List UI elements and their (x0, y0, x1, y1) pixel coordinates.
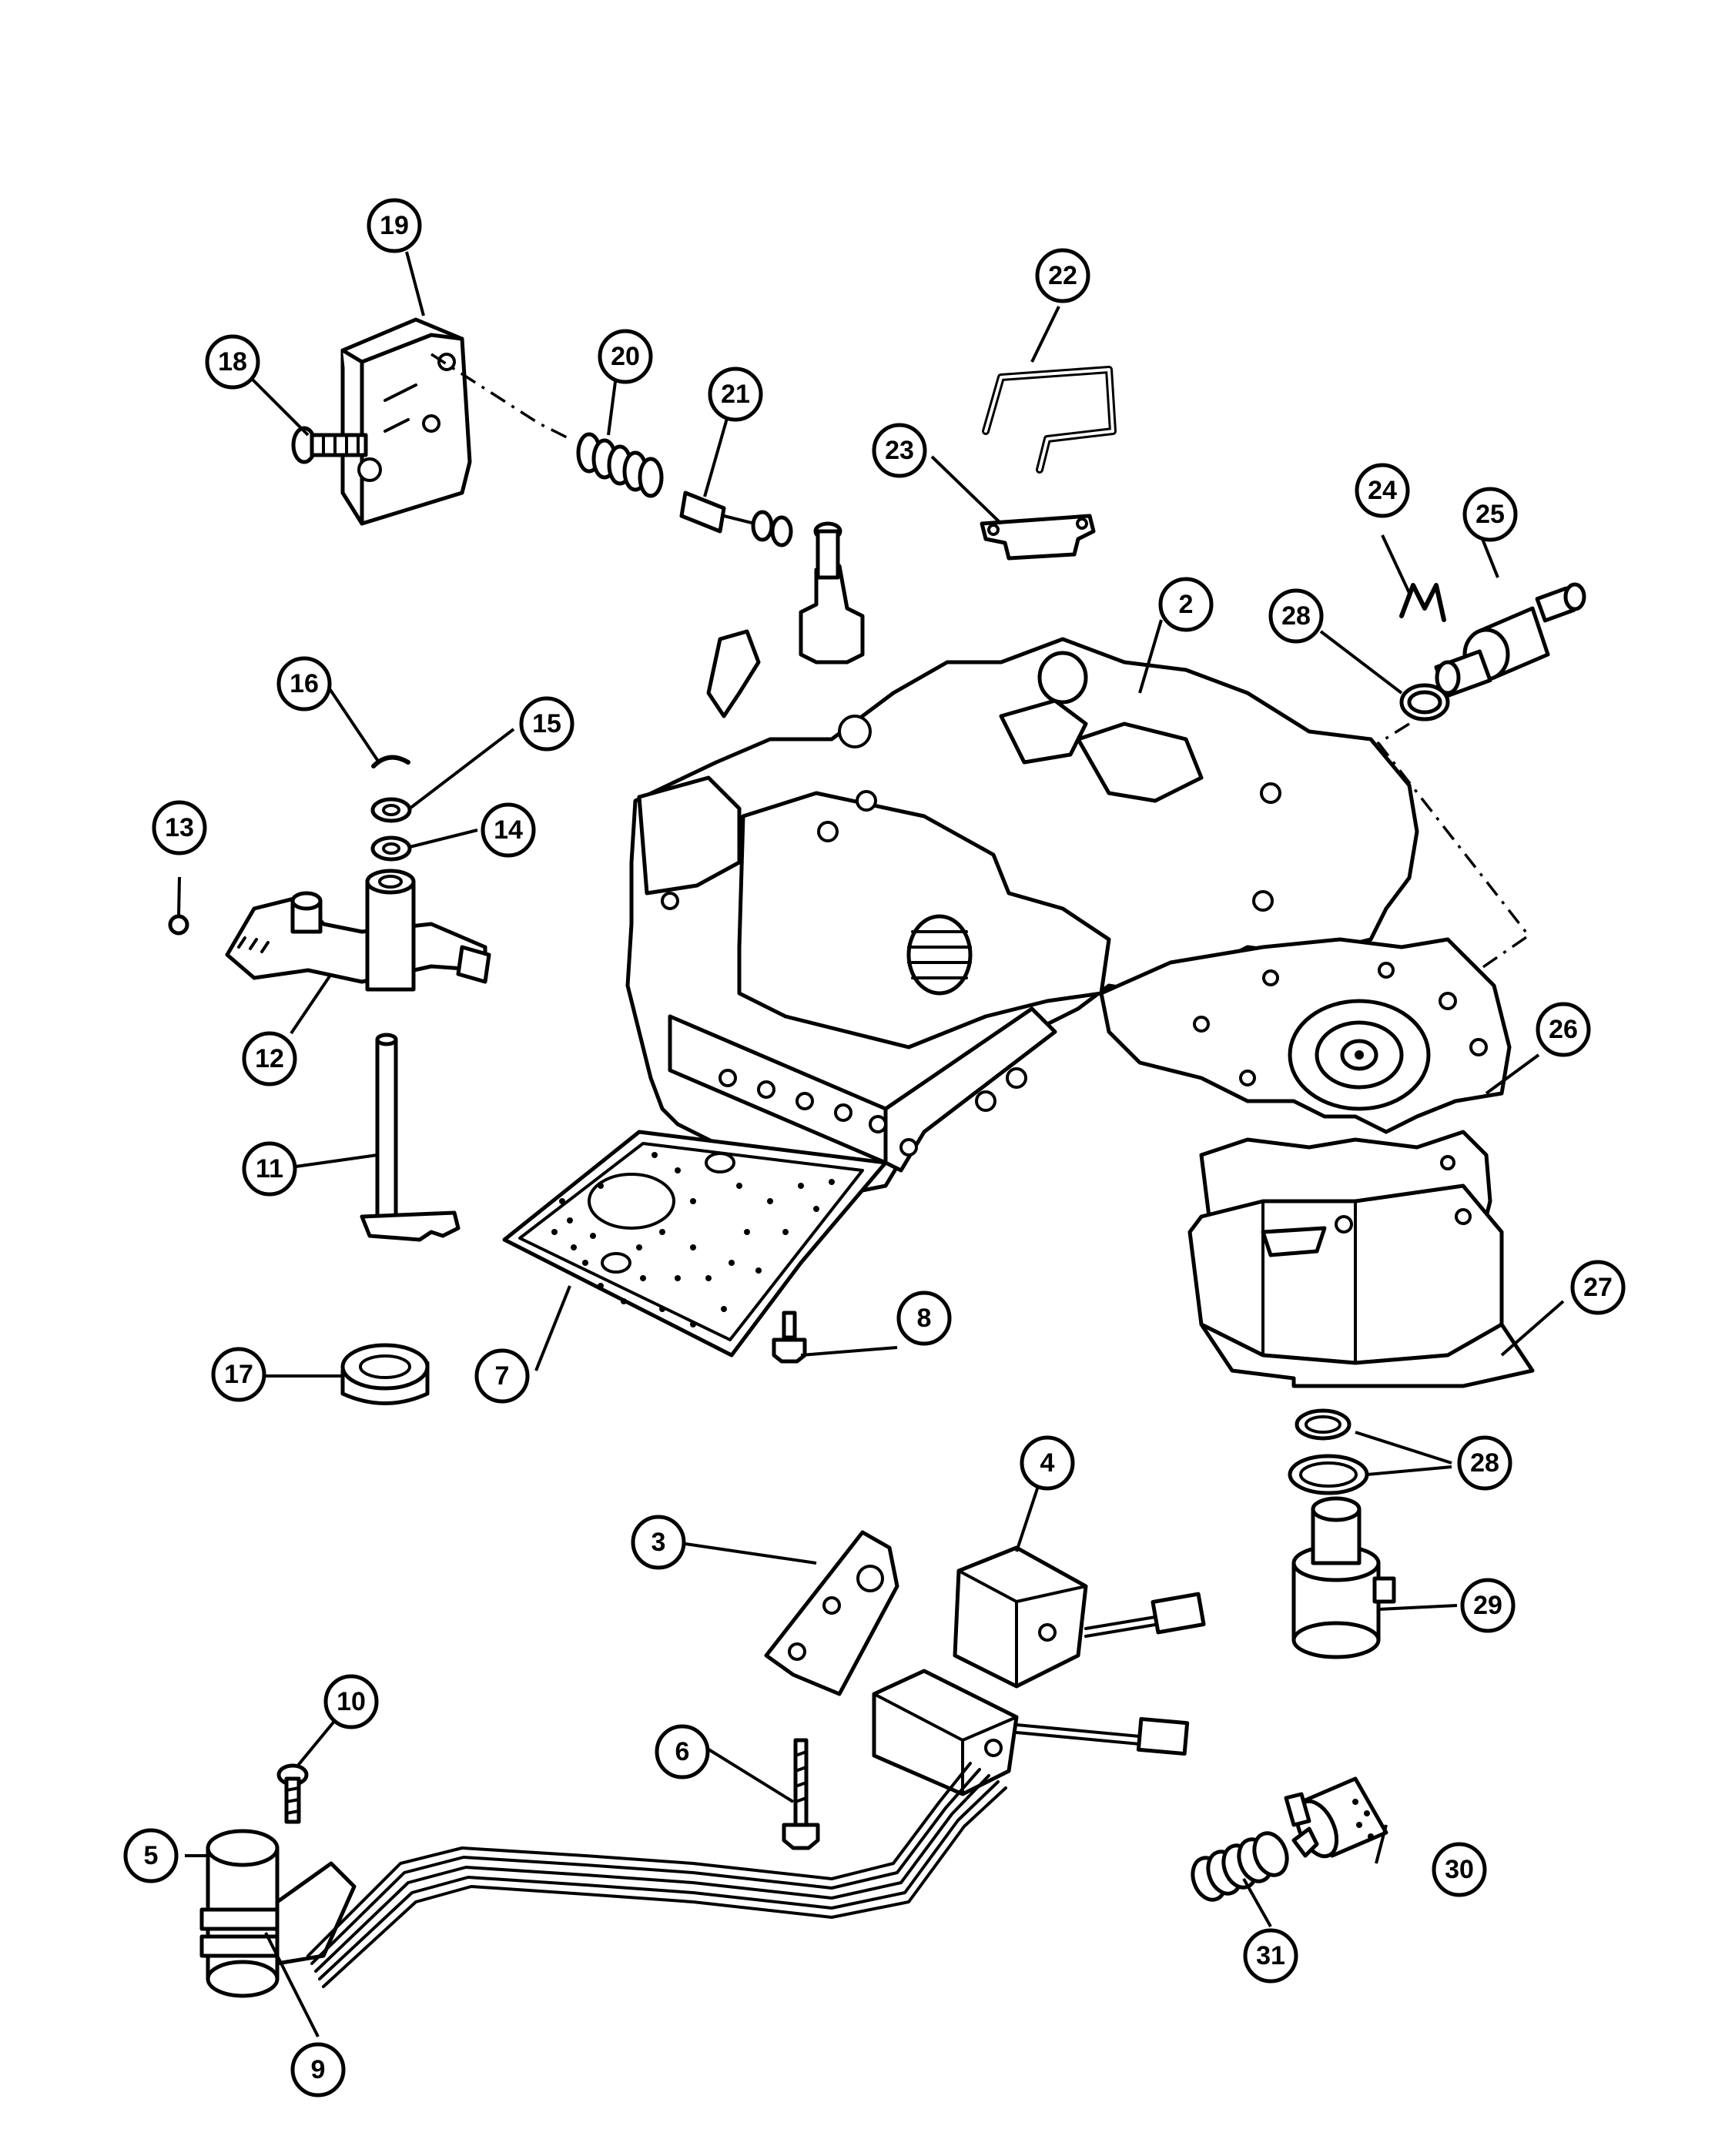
svg-text:25: 25 (1475, 500, 1505, 529)
callout-16: 16 (276, 656, 332, 711)
svg-text:24: 24 (1368, 476, 1397, 505)
part-20-spring (576, 432, 664, 498)
svg-text:18: 18 (218, 347, 247, 377)
svg-text:22: 22 (1048, 261, 1077, 290)
callout-25: 25 (1462, 487, 1518, 542)
callout-21: 21 (708, 367, 763, 422)
callout-10: 10 (323, 1674, 379, 1729)
callout-5: 5 (123, 1828, 179, 1883)
wiring-harness (275, 1762, 1007, 1988)
callout-28-upper: 28 (1268, 588, 1324, 644)
part-24-spring-clip (1399, 583, 1446, 622)
callout-2: 2 (1158, 577, 1214, 632)
callout-6: 6 (655, 1724, 710, 1779)
svg-text:19: 19 (380, 211, 409, 240)
callout-22: 22 (1035, 248, 1090, 303)
part-15-washer (370, 797, 412, 823)
svg-text:27: 27 (1583, 1273, 1613, 1302)
svg-text:7: 7 (495, 1361, 510, 1391)
callout-30: 30 (1432, 1842, 1487, 1897)
callout-23: 23 (872, 423, 927, 478)
svg-text:14: 14 (494, 815, 523, 845)
part-18-bolt (291, 426, 368, 464)
valve-texture (1352, 1799, 1374, 1840)
callout-4: 4 (1020, 1435, 1075, 1491)
svg-text:30: 30 (1445, 1855, 1474, 1884)
part-2-valve-body (625, 521, 1419, 1196)
leader-lines (177, 251, 1565, 2037)
svg-text:15: 15 (532, 709, 561, 738)
part-7-filter-plate (502, 1130, 888, 1358)
callout-18: 18 (205, 334, 260, 390)
callout-13: 13 (152, 800, 207, 855)
svg-text:6: 6 (675, 1737, 690, 1766)
part-28-o-ring-lower-2 (1288, 1454, 1369, 1495)
callout-17: 17 (211, 1347, 266, 1402)
callout-15: 15 (519, 696, 574, 752)
part-31-spring (1191, 1831, 1289, 1902)
callout-3: 3 (631, 1515, 686, 1570)
callout-29: 29 (1460, 1578, 1516, 1633)
svg-text:13: 13 (165, 813, 194, 842)
callout-31: 31 (1243, 1928, 1298, 1984)
svg-text:10: 10 (337, 1687, 366, 1716)
svg-text:8: 8 (917, 1304, 932, 1333)
part-11-shaft (360, 1033, 461, 1242)
callout-7: 7 (474, 1348, 530, 1404)
part-23-retainer-plate (980, 514, 1096, 561)
svg-text:21: 21 (721, 380, 750, 409)
svg-text:26: 26 (1549, 1015, 1578, 1044)
part-28-o-ring-lower-1 (1295, 1408, 1352, 1441)
svg-text:28: 28 (1470, 1448, 1499, 1478)
assembly-line-19-21 (430, 353, 571, 440)
part-16-snap-ring (371, 755, 410, 768)
callout-26: 26 (1536, 1002, 1591, 1057)
svg-text:12: 12 (255, 1044, 284, 1073)
svg-text:31: 31 (1256, 1941, 1285, 1970)
part-28-o-ring-upper (1399, 683, 1450, 721)
callout-24: 24 (1355, 463, 1410, 518)
part-6-long-bolt (782, 1738, 820, 1850)
assembly-line-28-26 (1376, 722, 1531, 972)
callout-19: 19 (367, 198, 422, 253)
part-27-accumulator-housing (1187, 1130, 1535, 1388)
part-22-wire-clip (982, 366, 1117, 474)
svg-text:17: 17 (224, 1360, 253, 1389)
callout-12: 12 (242, 1031, 297, 1086)
callout-11: 11 (242, 1141, 297, 1197)
part-4-solenoid-assembly (872, 1545, 1206, 1796)
svg-text:23: 23 (885, 436, 914, 465)
svg-text:4: 4 (1040, 1448, 1055, 1478)
part-30-valve (1284, 1776, 1388, 1859)
part-29-pressure-solenoid (1291, 1496, 1396, 1659)
part-26-separator-plate (1099, 937, 1512, 1134)
svg-text:20: 20 (611, 342, 640, 371)
part-8-small-bolt (772, 1311, 807, 1364)
part-10-small-bolt (276, 1763, 309, 1824)
part-17-seal (340, 1343, 430, 1405)
filter-perforations (551, 1152, 835, 1327)
svg-text:28: 28 (1281, 601, 1311, 631)
svg-text:9: 9 (311, 2055, 326, 2084)
part-19-bracket (340, 317, 472, 526)
svg-text:3: 3 (651, 1528, 666, 1557)
svg-text:16: 16 (290, 669, 319, 698)
callout-28-lower: 28 (1457, 1435, 1512, 1491)
callout-20: 20 (598, 329, 653, 384)
svg-text:29: 29 (1473, 1591, 1502, 1620)
callout-27: 27 (1570, 1260, 1626, 1315)
svg-text:5: 5 (144, 1841, 159, 1870)
callout-9: 9 (290, 2042, 346, 2097)
part-25-solenoid (1434, 582, 1586, 698)
part-12-manual-lever (225, 869, 491, 992)
callout-8: 8 (896, 1291, 952, 1346)
part-3-bracket-plate (764, 1530, 899, 1696)
callout-14: 14 (481, 802, 536, 858)
svg-text:2: 2 (1179, 590, 1194, 619)
part-21-valve (679, 490, 793, 547)
part-14-washer (370, 835, 412, 862)
part-13-ball (168, 914, 189, 936)
svg-text:11: 11 (256, 1154, 283, 1183)
